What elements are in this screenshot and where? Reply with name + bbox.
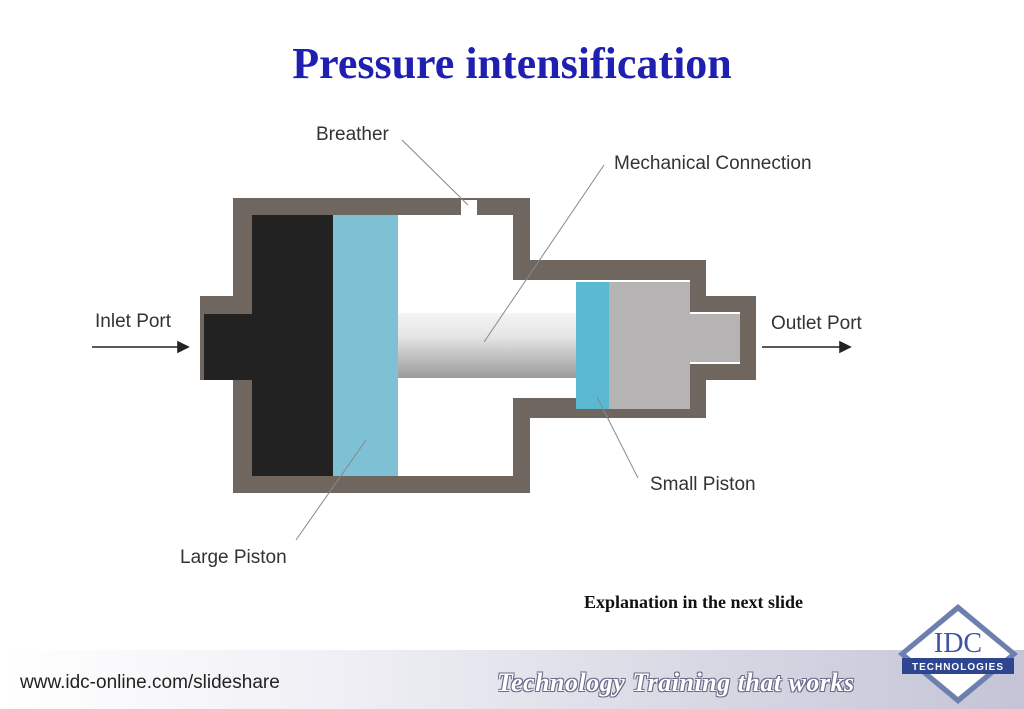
breather-leader [401,139,469,206]
outlet-fluid [609,282,740,409]
slide-title: Pressure intensification [292,39,732,88]
large-piston-leader [295,439,367,541]
next-slide-note: Explanation in the next slide [584,592,804,612]
logo-diamond-inner [906,611,1010,697]
label-mechanical-connection: Mechanical Connection [614,153,812,174]
inlet-arrowhead [177,340,190,354]
label-outlet-port: Outlet Port [771,313,863,334]
label-inlet-port: Inlet Port [95,311,172,332]
label-small-piston: Small Piston [650,474,756,495]
footer-url[interactable]: www.idc-online.com/slideshare [20,672,280,693]
small-piston-leader [596,396,639,479]
outlet-arrowhead [839,340,852,354]
footer-tagline: Technology Training that works [497,668,855,697]
label-breather: Breather [316,124,390,145]
logo-text: IDC [934,628,982,659]
mechanical-connection-leader [483,164,605,343]
breather-opening [461,200,477,217]
inlet-fluid [204,215,333,476]
logo-band [902,658,1014,674]
label-large-piston: Large Piston [180,547,287,568]
idc-logo: IDC TECHNOLOGIES [898,604,1018,704]
footer-band [0,650,1024,709]
connecting-rod [398,313,576,378]
logo-subtext: TECHNOLOGIES [912,662,1004,673]
small-piston [576,282,609,409]
large-piston [333,215,398,476]
